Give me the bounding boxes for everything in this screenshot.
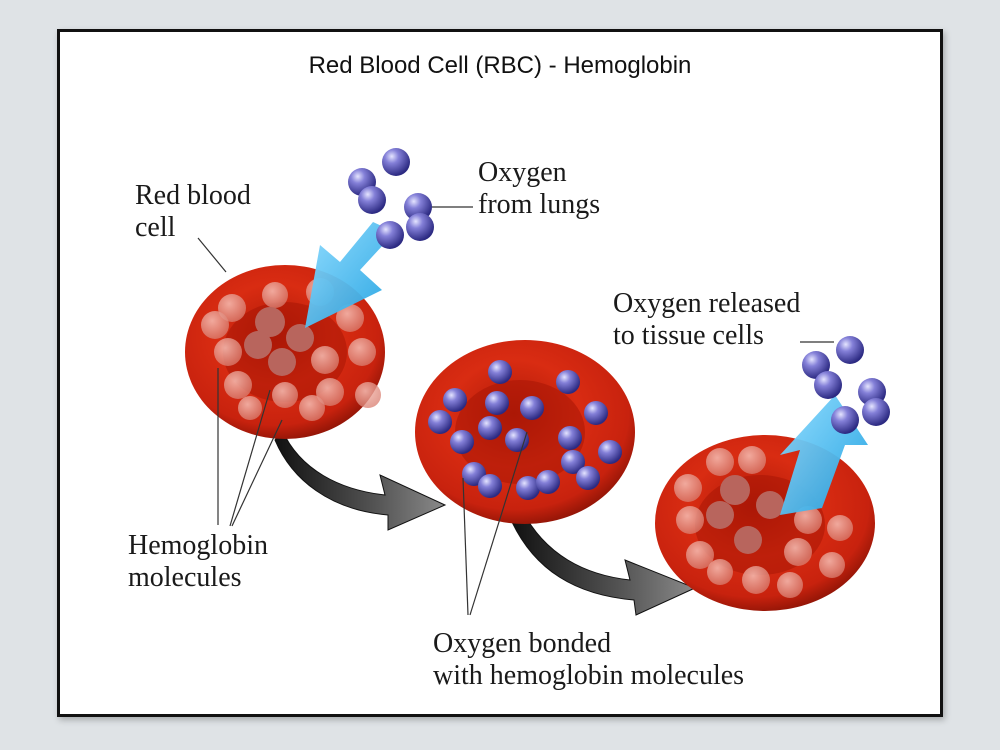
label-hemoglobin-molecules: Hemoglobin molecules: [128, 530, 268, 593]
label-red-blood-cell: Red blood cell: [135, 180, 251, 243]
label-oxygen-bonded: Oxygen bonded with hemoglobin molecules: [433, 628, 745, 691]
flow-arrow-2: [511, 509, 697, 616]
oxygen-molecules-lungs: [348, 148, 434, 249]
label-oxygen-released: Oxygen released to tissue cells: [613, 288, 801, 351]
diagram-title: Red Blood Cell (RBC) - Hemoglobin: [308, 52, 692, 79]
flow-arrow-1: [274, 428, 447, 531]
leader-lines: [197, 206, 834, 616]
label-oxygen-from-lungs: Oxygen from lungs: [478, 157, 601, 220]
oxygen-molecules-released: [802, 336, 890, 434]
hemoglobin-group-3: [674, 446, 853, 598]
oxygen-intake-arrow: [305, 222, 395, 328]
